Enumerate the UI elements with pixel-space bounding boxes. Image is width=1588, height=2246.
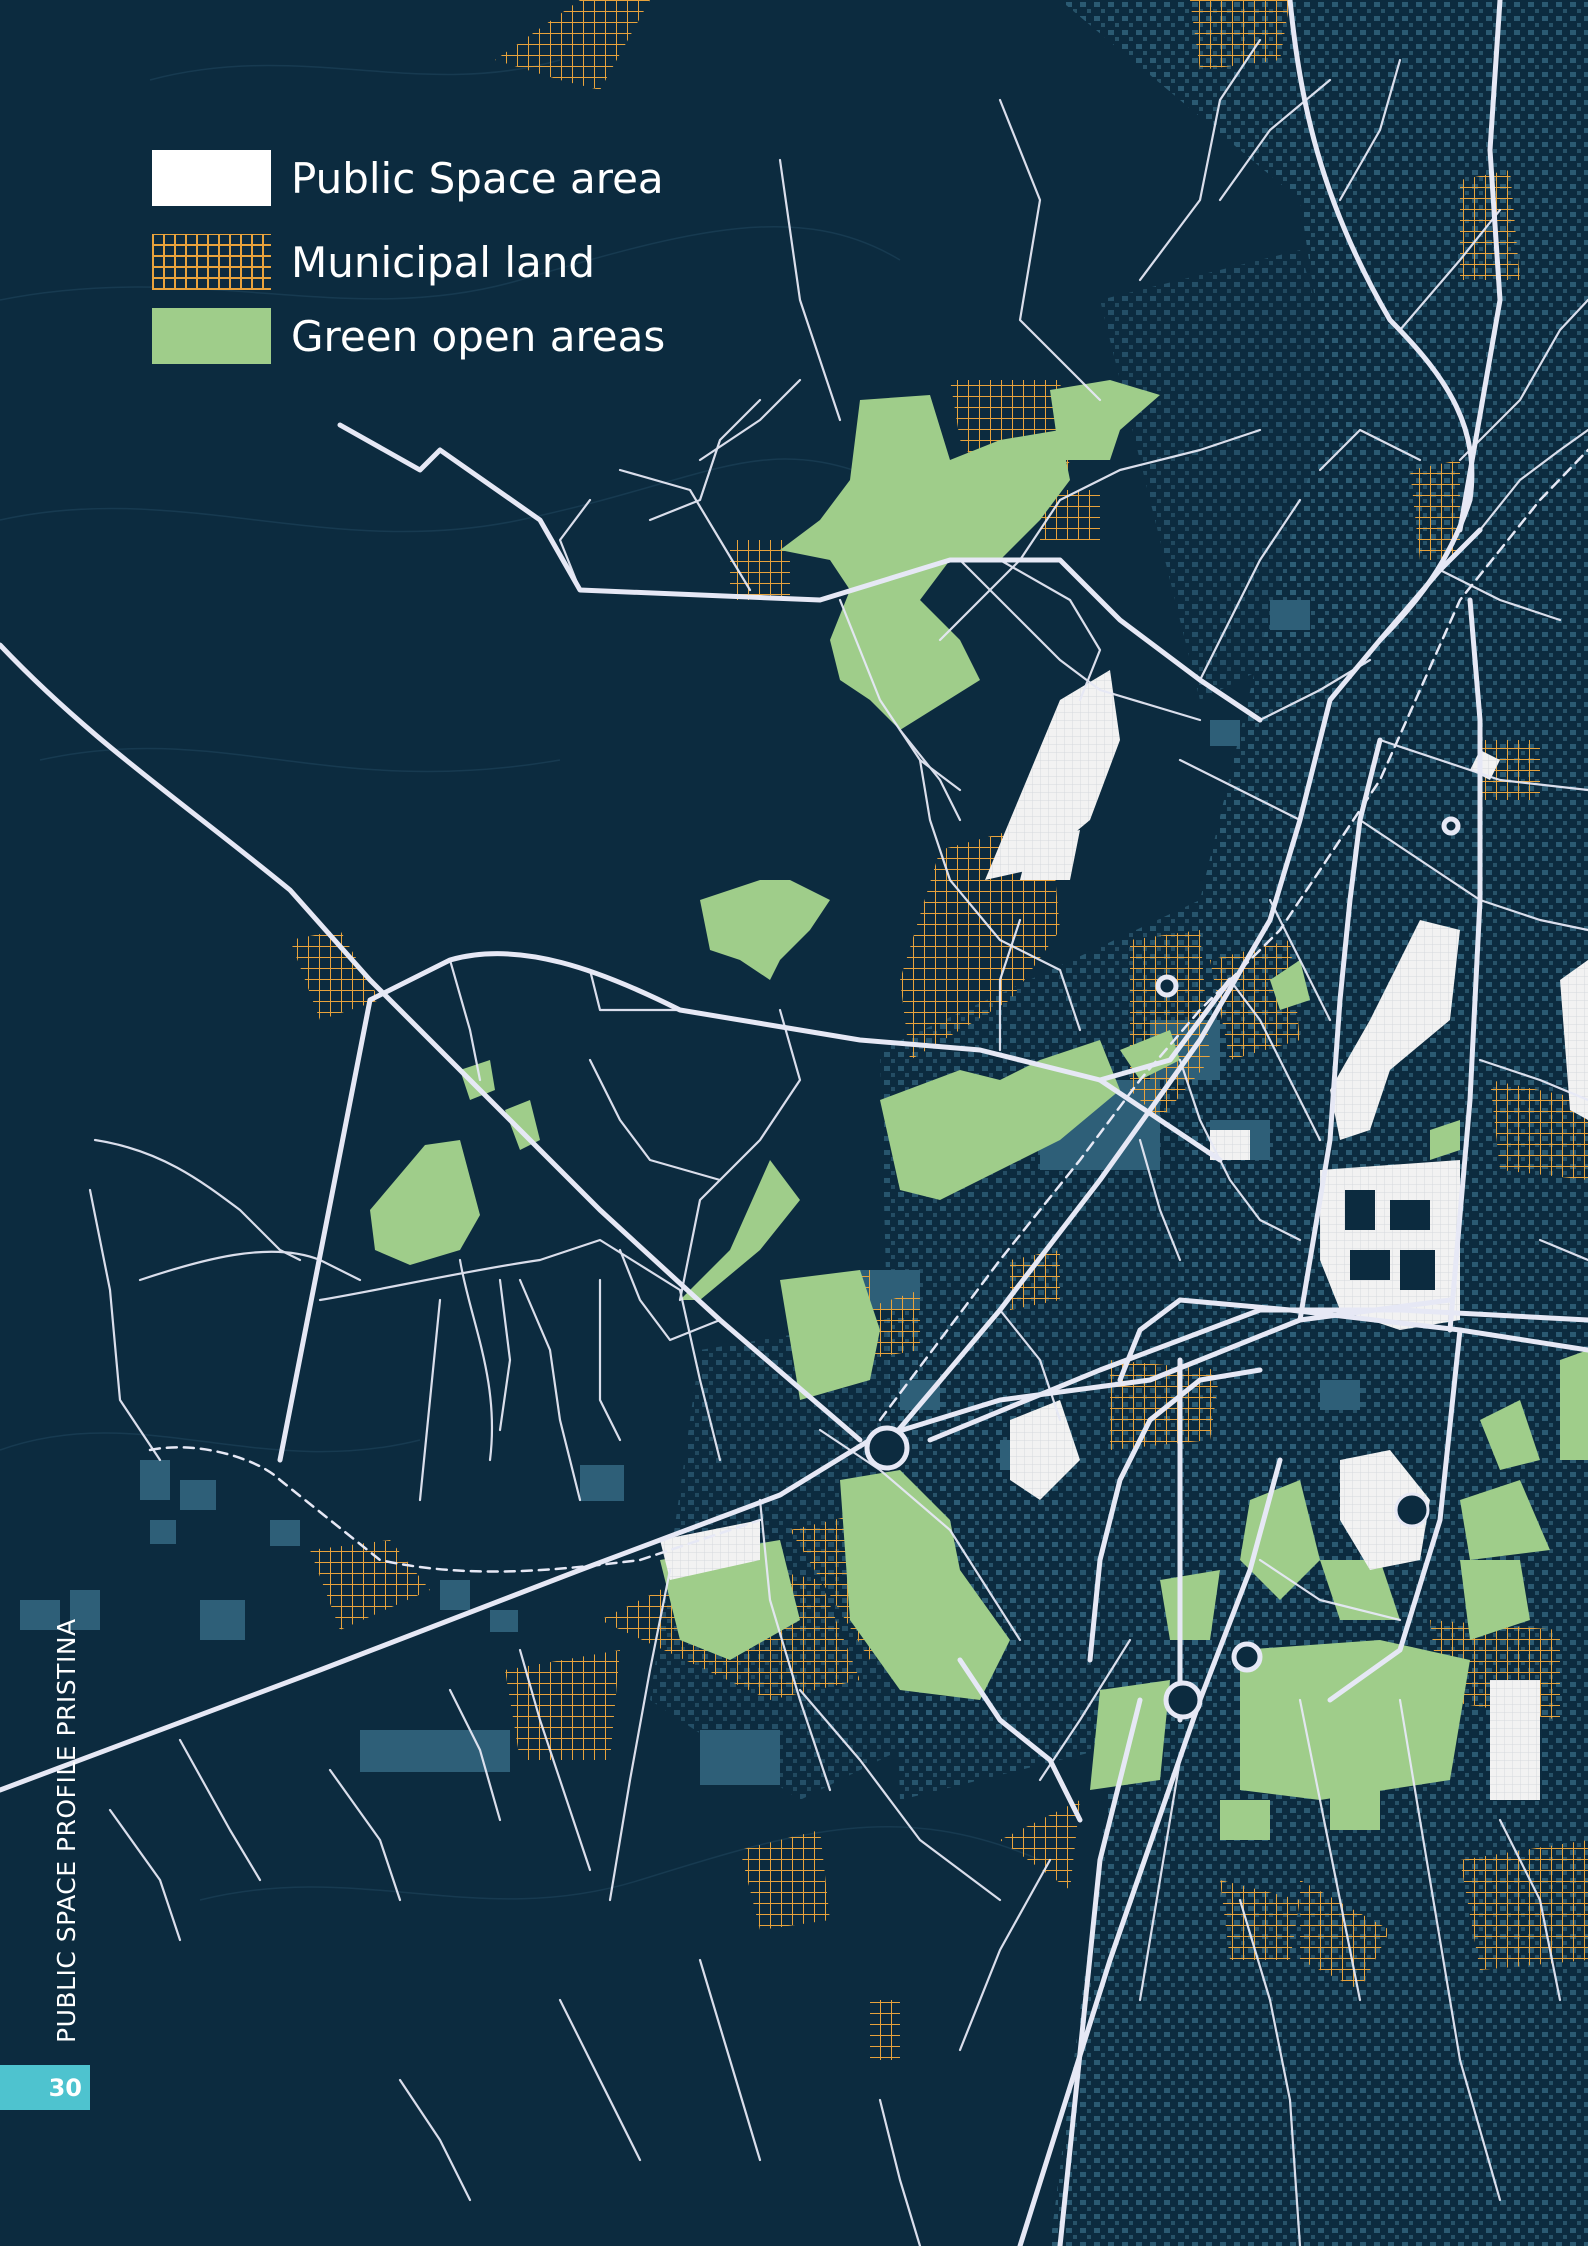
municipal-land: [290, 0, 1588, 2060]
legend-item-green-open-areas: Green open areas: [152, 308, 665, 364]
map-legend: Public Space area Municipal land Green o…: [152, 150, 665, 392]
side-title: PUBLIC SPACE PROFILE PRISTINA: [52, 1618, 81, 2043]
legend-item-municipal-land: Municipal land: [152, 234, 665, 290]
roundabout-southeast: [1231, 1641, 1263, 1673]
public-space-swatch: [152, 150, 271, 206]
roundabout-main: [864, 1425, 910, 1471]
roundabouts: [864, 816, 1461, 1720]
municipal-hatch-swatch: [152, 234, 271, 290]
roundabout-center: [1394, 1492, 1430, 1528]
green-open-areas: [370, 380, 1588, 1840]
roundabout-east: [1163, 1680, 1203, 1720]
legend-item-public-space: Public Space area: [152, 150, 665, 206]
roundabout-north: [1155, 974, 1179, 998]
legend-label-public-space: Public Space area: [291, 153, 664, 203]
green-swatch: [152, 308, 271, 364]
roundabout-northeast: [1441, 816, 1461, 836]
legend-label-municipal-land: Municipal land: [291, 237, 596, 287]
page-number: 30: [48, 2073, 82, 2102]
legend-label-green-open-areas: Green open areas: [291, 311, 666, 361]
central-buildings: [1345, 1190, 1435, 1290]
page-number-tab: 30: [0, 2065, 90, 2110]
